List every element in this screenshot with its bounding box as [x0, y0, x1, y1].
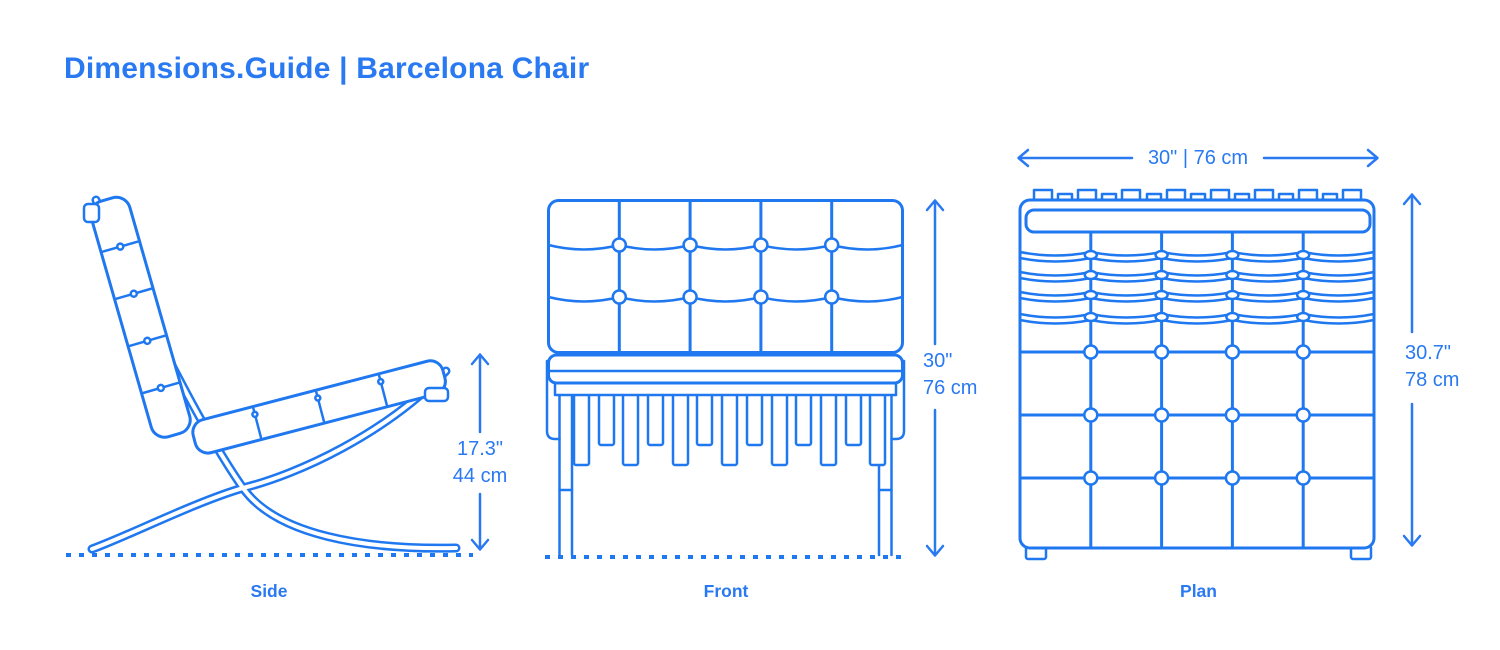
side-view-caption: Side	[250, 581, 288, 601]
side-height-dimension: 17.3" 44 cm	[440, 352, 520, 552]
back-cushion	[89, 195, 192, 439]
page-title: Dimensions.Guide | Barcelona Chair	[64, 52, 590, 85]
strap-tabs	[82, 202, 450, 403]
seat-frame-rail	[553, 381, 898, 397]
dimension-inches: 17.3"	[456, 438, 504, 460]
vertical-dimension-arrow	[470, 353, 490, 551]
plan-view-caption: Plan	[1180, 581, 1217, 601]
dimension-inches: 30.7"	[1405, 342, 1452, 364]
dimension-label: 17.3" 44 cm	[440, 436, 520, 490]
vertical-dimension-arrow	[1402, 193, 1422, 547]
vertical-dimension-arrow	[925, 199, 945, 557]
horizontal-dimension-arrow	[1017, 148, 1379, 168]
dimension-label: 30.7" 78 cm	[1405, 340, 1459, 394]
seat-cushion	[545, 353, 906, 441]
seat-straps	[572, 387, 887, 467]
dimension-centimeters: 78 cm	[1405, 369, 1460, 391]
front-view-drawing	[545, 199, 906, 559]
chair-body	[1018, 198, 1376, 550]
dimension-label: 30" 76 cm	[923, 348, 977, 402]
dimension-centimeters: 44 cm	[452, 465, 508, 487]
seat-cushion-tufting	[1018, 344, 1376, 486]
plan-view-drawing	[1018, 188, 1376, 561]
front-height-dimension: 30" 76 cm	[895, 198, 985, 558]
back-cushion-tufting	[1018, 249, 1376, 325]
side-view-drawing	[66, 195, 473, 557]
dimension-centimeters: 76 cm	[923, 377, 978, 399]
seat-cushion	[191, 359, 447, 455]
plan-width-dimension: 30" | 76 cm	[1016, 142, 1380, 176]
dimension-label: 30" | 76 cm	[1147, 147, 1249, 169]
plan-depth-dimension: 30.7" 78 cm	[1372, 192, 1482, 548]
front-view-caption: Front	[703, 581, 749, 601]
back-cushion	[547, 199, 904, 354]
dimension-inches: 30"	[923, 350, 953, 372]
